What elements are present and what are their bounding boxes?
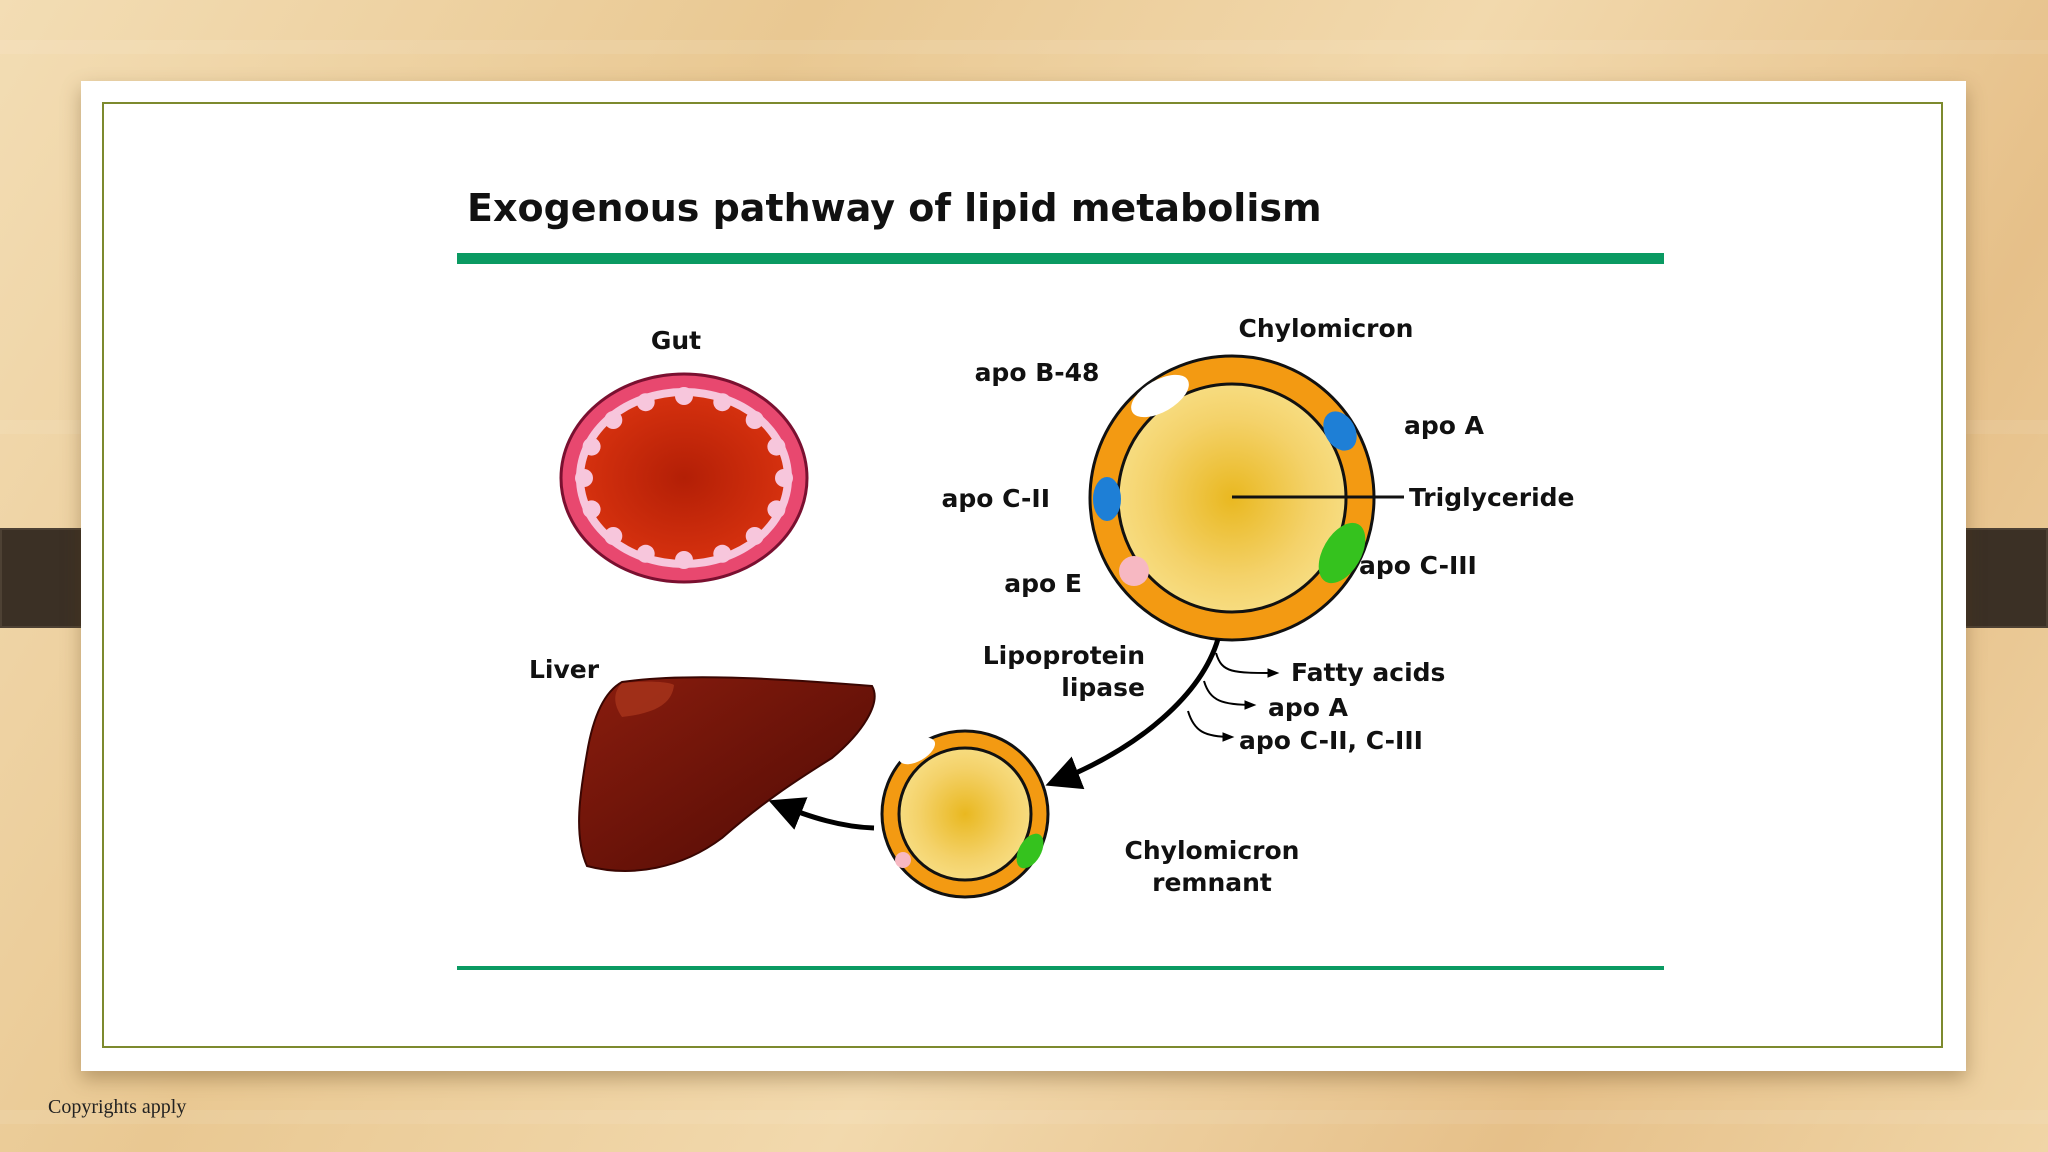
triglyceride-label: Triglyceride [1409, 483, 1575, 512]
liver-highlight [615, 681, 674, 717]
apo-c3-protein [1318, 522, 1366, 584]
apo-a-release-arrow [1203, 680, 1257, 710]
gut-villus [745, 527, 764, 545]
gut-villus [713, 544, 732, 563]
gut-villus [713, 393, 732, 412]
gut-villus [775, 469, 793, 487]
gut-villus [636, 393, 655, 412]
gut-villus [767, 437, 786, 456]
fatty-acids-label: Fatty acids [1291, 658, 1445, 687]
gut-villus [675, 387, 693, 405]
apo-e-label: apo E [1004, 569, 1082, 598]
gut-villus [767, 500, 786, 519]
liver-illustration [578, 676, 876, 872]
gut-villus [745, 411, 764, 429]
fatty-acids-arrow [1215, 652, 1280, 678]
apo-b48-label: apo B-48 [975, 358, 1100, 387]
apo-e-protein [1119, 556, 1149, 586]
slide-frame [102, 102, 1943, 1048]
remnant-label-line1: Chylomicron [1125, 836, 1300, 865]
gut-villus [636, 544, 655, 563]
lipase-label-line1: Lipoprotein [983, 641, 1145, 670]
gut-villus [675, 551, 693, 569]
uptake-arrow [768, 797, 875, 831]
gut-villus [575, 469, 593, 487]
gut-villus [582, 437, 601, 456]
liver-label: Liver [529, 655, 600, 684]
chylomicron-label: Chylomicron [1239, 314, 1414, 343]
lipase-label-line2: lipase [1061, 673, 1145, 702]
gut-villus [604, 411, 623, 429]
released-apo-a-label: apo A [1268, 693, 1349, 722]
apo-c-release-arrow [1187, 710, 1235, 742]
apo-a-label: apo A [1404, 411, 1485, 440]
remnant-label-line2: remnant [1152, 868, 1272, 897]
gut-villus [604, 527, 623, 545]
apo-c2-label: apo C-II [941, 484, 1050, 513]
apo-c2-protein [1093, 477, 1121, 521]
lipid-pathway-figure: Exogenous pathway of lipid metabolism Gu… [382, 133, 1769, 974]
apo-a-protein [1323, 411, 1357, 451]
apo-c3-label: apo C-III [1359, 551, 1477, 580]
gut-label: Gut [651, 326, 701, 355]
released-apo-c-label: apo C-II, C-III [1239, 726, 1423, 755]
apo-b48-protein [1131, 374, 1189, 418]
gut-illustration [559, 372, 809, 584]
chylomicron-remnant-particle [880, 729, 1050, 899]
lipolysis-arrow [1045, 638, 1221, 790]
figure-title: Exogenous pathway of lipid metabolism [467, 186, 1322, 230]
bottom-rule [457, 966, 1664, 970]
pathway-diagram: Exogenous pathway of lipid metabolism Gu… [457, 186, 1664, 970]
gut-villus [582, 500, 601, 519]
copyright-notice: Copyrights apply [48, 1096, 187, 1118]
top-rule [457, 253, 1664, 264]
